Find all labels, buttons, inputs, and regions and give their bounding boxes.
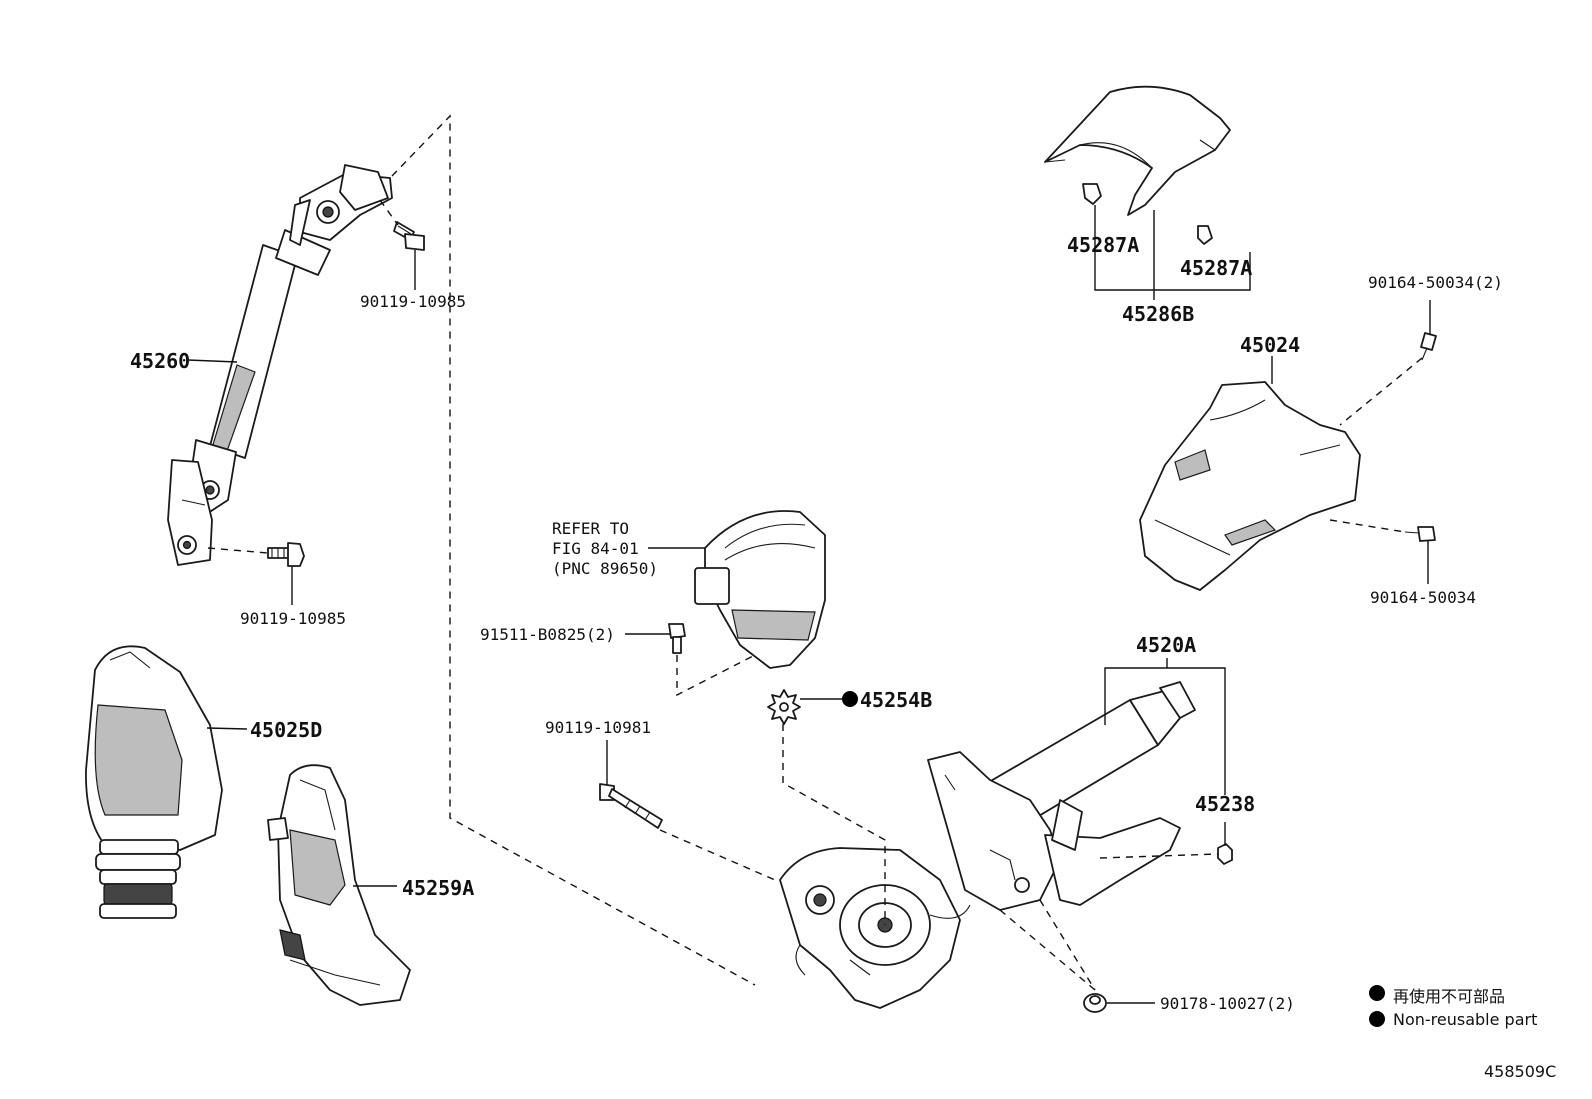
intermediate-shaft-45260 bbox=[167, 164, 393, 566]
steering-column-4520A bbox=[779, 681, 1196, 1009]
bolt-90119-10985-top bbox=[393, 221, 425, 251]
label-45025D: 45025D bbox=[250, 718, 323, 742]
boot-45025D bbox=[85, 645, 223, 919]
label-45238: 45238 bbox=[1195, 792, 1256, 816]
bolt-45238 bbox=[1217, 843, 1233, 865]
bolt-90119-10981 bbox=[599, 783, 663, 829]
label-90119-10981: 90119-10981 bbox=[545, 718, 651, 737]
figure-id: 458509C bbox=[1484, 1062, 1557, 1081]
non-reusable-marker-icon bbox=[842, 691, 858, 707]
lower-cover-45024 bbox=[1139, 381, 1361, 591]
screw-90164-50034-2 bbox=[1420, 332, 1437, 361]
bolt-90119-10985-bottom bbox=[267, 542, 305, 567]
label-90164-50034: 90164-50034 bbox=[1370, 588, 1476, 607]
label-45024: 45024 bbox=[1240, 333, 1301, 357]
label-90178-10027-2: 90178-10027(2) bbox=[1160, 994, 1295, 1013]
ecu-unit-89650 bbox=[694, 510, 826, 669]
legend-marker-icon-1 bbox=[1369, 985, 1385, 1001]
clip-45287A-left bbox=[1082, 183, 1102, 205]
bolt-91511-B0825-2 bbox=[668, 623, 686, 654]
label-45259A: 45259A bbox=[402, 876, 475, 900]
clip-45287A-right bbox=[1197, 225, 1213, 245]
screw-90164-50034 bbox=[1404, 526, 1436, 542]
label-45260: 45260 bbox=[130, 349, 191, 373]
label-refer-pnc: (PNC 89650) bbox=[552, 559, 658, 578]
nut-45254B bbox=[767, 689, 801, 725]
label-refer-to: REFER TO bbox=[552, 519, 630, 538]
label-45287A-right: 45287A bbox=[1180, 256, 1253, 280]
label-45254B: 45254B bbox=[860, 688, 933, 712]
label-91511-B0825-2: 91511-B0825(2) bbox=[480, 625, 615, 644]
label-4520A: 4520A bbox=[1136, 633, 1197, 657]
legend-marker-icon-2 bbox=[1369, 1011, 1385, 1027]
label-90164-50034-2: 90164-50034(2) bbox=[1368, 273, 1503, 292]
leader-lines bbox=[187, 205, 1431, 1004]
cover-45259A bbox=[267, 764, 411, 1006]
label-45286B: 45286B bbox=[1122, 302, 1195, 326]
legend-non-reusable-en: Non-reusable part bbox=[1393, 1010, 1538, 1029]
legend-non-reusable-jp: 再使用不可部品 bbox=[1393, 987, 1506, 1006]
assembly-dashes bbox=[207, 114, 1423, 991]
upper-cover-45286B bbox=[1044, 85, 1231, 216]
label-90119-10985-bottom: 90119-10985 bbox=[240, 609, 346, 628]
label-refer-fig: FIG 84-01 bbox=[552, 539, 639, 558]
nut-90178-10027-2 bbox=[1083, 993, 1107, 1013]
label-90119-10985-top: 90119-10985 bbox=[360, 292, 466, 311]
label-45287A-left: 45287A bbox=[1067, 233, 1140, 257]
